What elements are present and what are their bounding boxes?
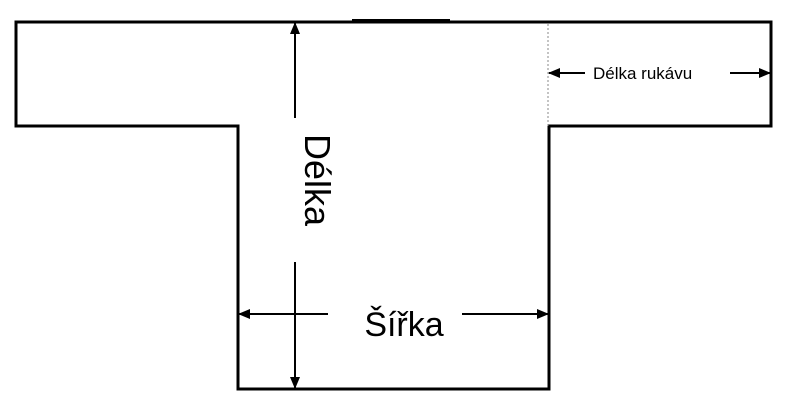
sleeve-length-label: Délka rukávu — [593, 64, 692, 83]
width-label: Šířka — [364, 306, 443, 344]
tshirt-outline — [14, 20, 773, 391]
length-label: Délka — [297, 134, 338, 227]
